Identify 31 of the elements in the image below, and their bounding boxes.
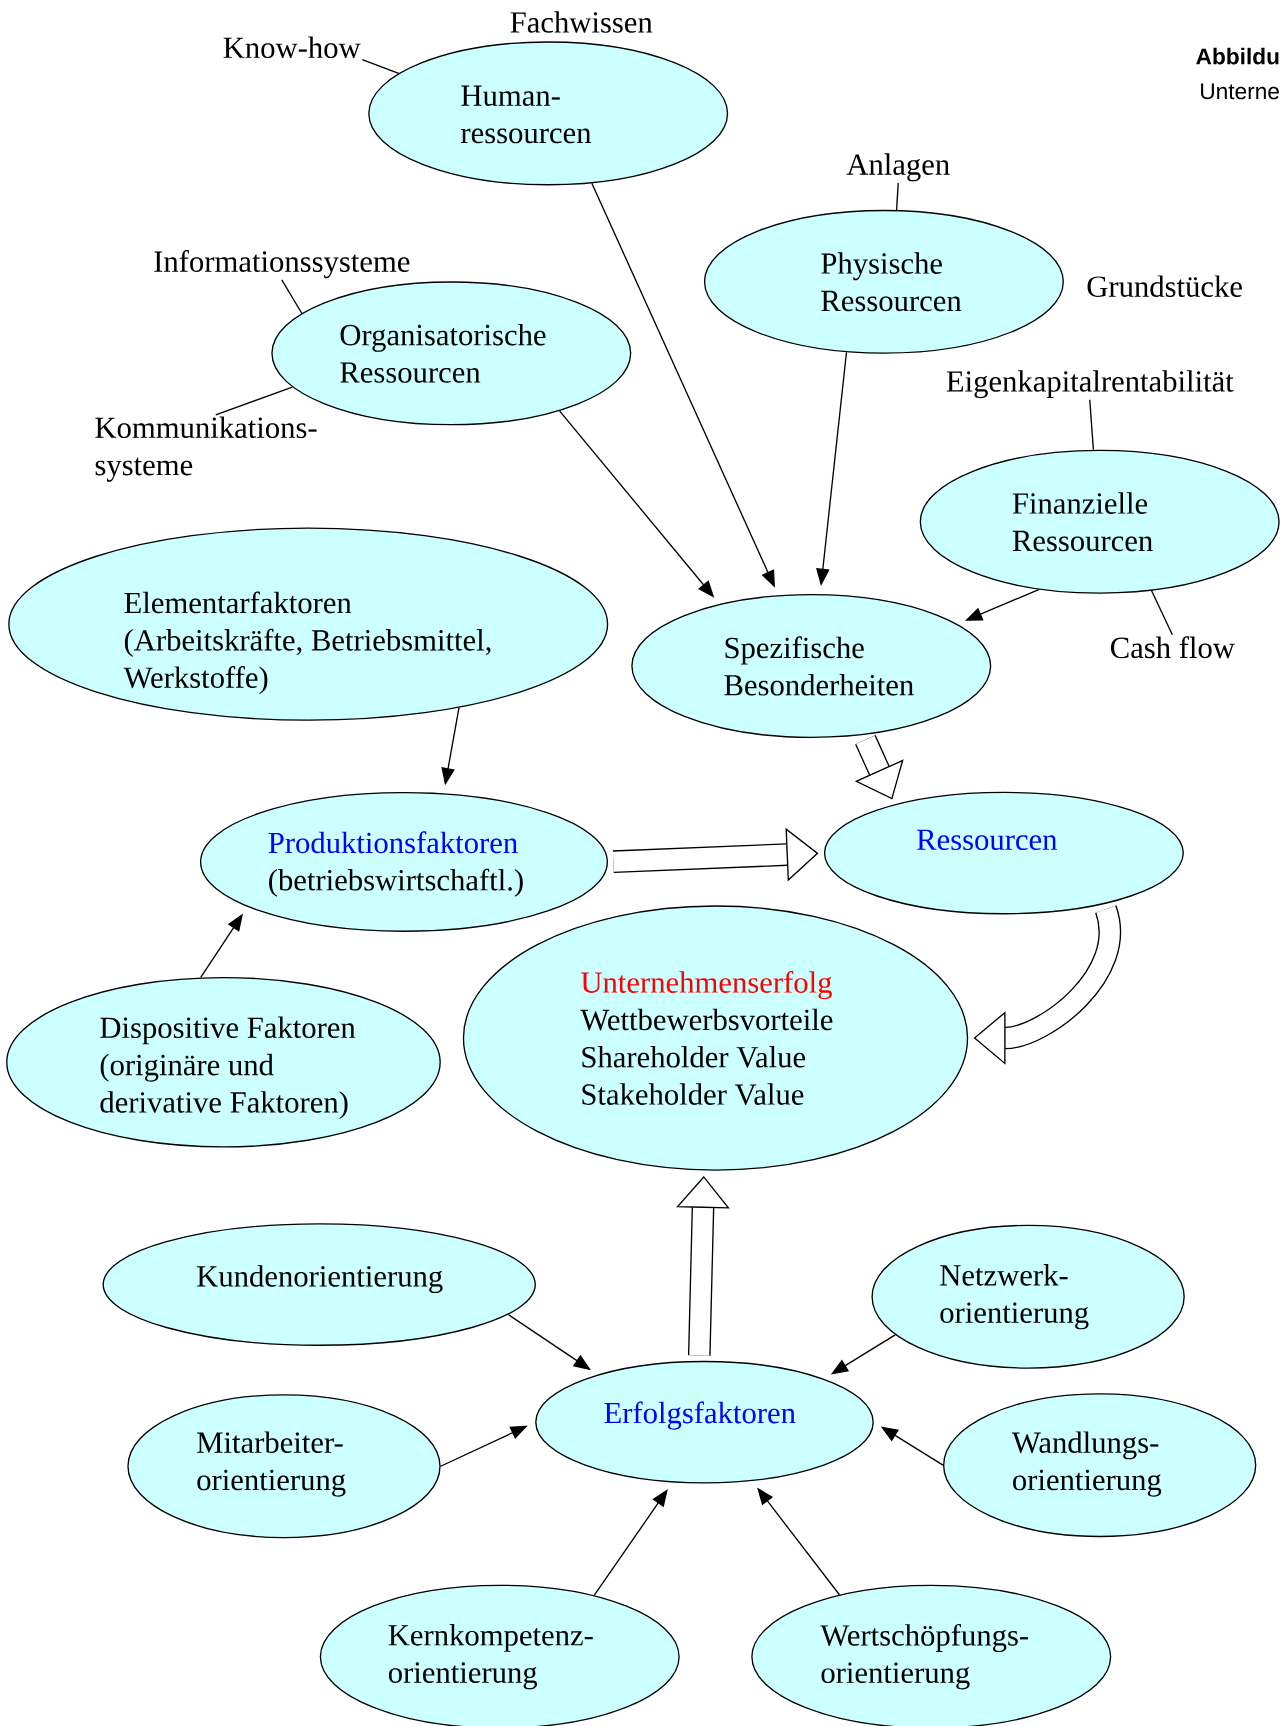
block-arrow <box>854 735 904 800</box>
text-label: Know-how <box>223 36 361 59</box>
text-label: Cash flow <box>1110 636 1235 659</box>
leader-line <box>361 59 400 74</box>
ellipse-node: Netzwerk- orientierung <box>871 1224 1185 1369</box>
label: Unterne <box>1200 83 1279 100</box>
ellipse-node: Finanzielle Ressourcen <box>919 449 1280 594</box>
ellipse-node: Ressourcen <box>823 791 1184 915</box>
ellipse-node: Physische Ressourcen <box>703 209 1064 354</box>
ellipse-node: Mitarbeiter- orientierung <box>127 1394 441 1539</box>
ellipse-node: Human- ressourcen <box>368 41 729 186</box>
block-arrow <box>973 906 1121 1065</box>
leader-line <box>215 386 293 416</box>
text-label: Informationssysteme <box>154 250 410 279</box>
text-label: Eigenkapitalrentabilität <box>946 370 1234 399</box>
ellipse-node: Spezifische Besonderheiten <box>631 593 992 738</box>
text-label: Anlagen <box>846 153 950 182</box>
label: Abbildu <box>1196 47 1279 65</box>
ellipse-node: Kundenorientierung <box>102 1223 536 1346</box>
ellipse-node: Erfolgsfaktoren <box>535 1360 874 1484</box>
ellipse-node: Kernkompetenz- orientierung <box>319 1584 680 1726</box>
arrow <box>593 1489 668 1597</box>
leader-line <box>895 182 899 211</box>
ellipse-node: Produktionsfaktoren (betriebswirtschaftl.) <box>199 791 608 932</box>
leader-line <box>1150 590 1173 636</box>
ellipse-node: Dispositive Faktoren (originäre und derivative Faktoren) <box>6 976 441 1148</box>
ellipse-node: Wertschöpfungs- orientierung <box>751 1584 1112 1726</box>
ellipse-node: Wandlungs- orientierung <box>942 1393 1257 1538</box>
leader-line <box>281 279 303 314</box>
leader-line <box>1089 399 1094 451</box>
ellipse-node: Elementarfaktoren (Arbeitskräfte, Betriebsmittel, Werkstoffe) <box>8 527 609 721</box>
